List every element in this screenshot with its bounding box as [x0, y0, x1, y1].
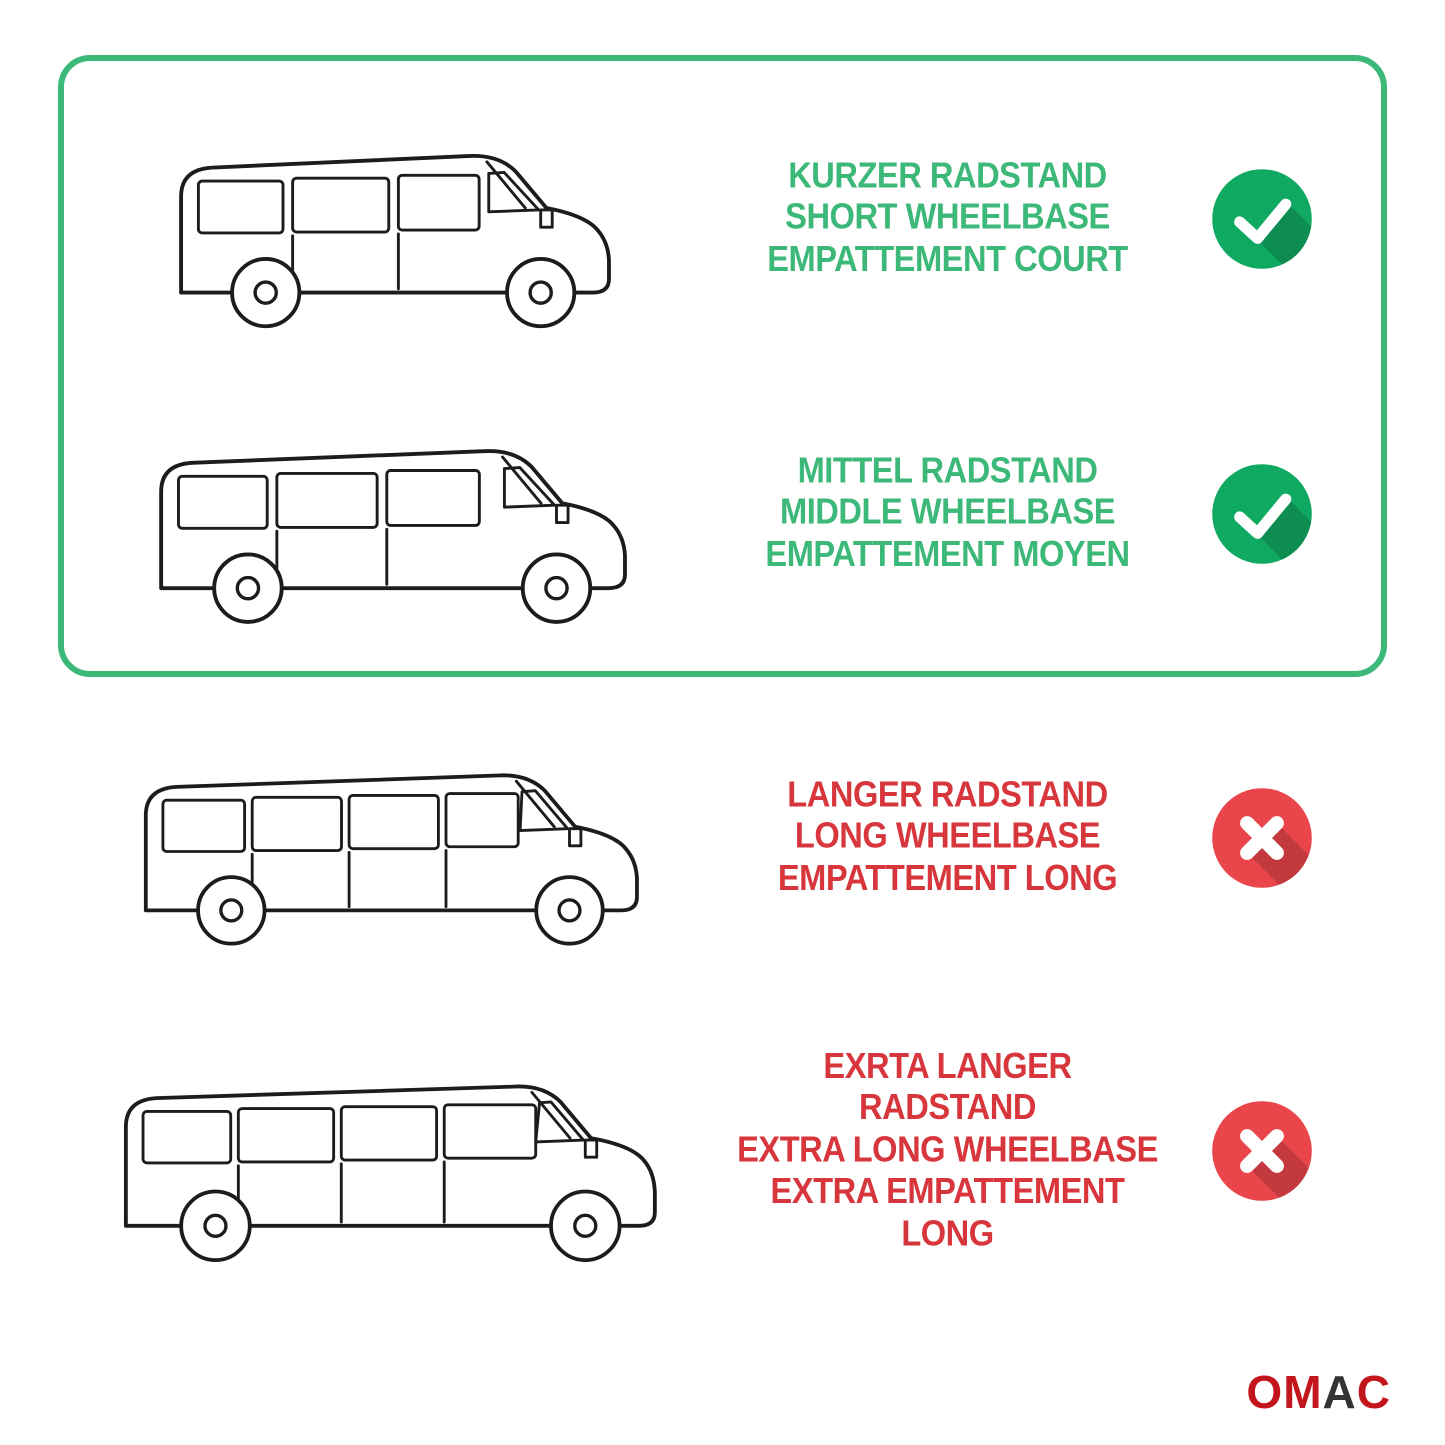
label-line-french: EXTRA EMPATTEMENT LONG — [770, 1171, 1125, 1254]
van-illustration-long — [88, 728, 728, 947]
label-line-english: MIDDLE WHEELBASE — [779, 492, 1116, 533]
x-icon — [1212, 787, 1312, 888]
label-line-english: SHORT WHEELBASE — [785, 197, 1110, 238]
van-illustration-middle — [88, 403, 728, 625]
check-icon — [1212, 463, 1312, 564]
row-extra-long-wheelbase: EXRTA LANGER RADSTAND EXTRA LONG WHEELBA… — [58, 998, 1387, 1303]
label-line-german: EXRTA LANGER RADSTAND — [823, 1045, 1072, 1129]
van-side-view-icon — [159, 448, 627, 624]
brand-logo: OMAC — [1246, 1365, 1391, 1419]
logo-part-om: OM — [1246, 1366, 1323, 1418]
label-line-german: KURZER RADSTAND — [788, 155, 1107, 197]
logo-part-a: A — [1322, 1366, 1357, 1418]
wheelbase-label-short: KURZER RADSTAND SHORT WHEELBASE EMPATTEM… — [737, 156, 1158, 281]
status-icon-cell — [1167, 167, 1357, 271]
label-line-french: EMPATTEMENT MOYEN — [765, 534, 1130, 575]
van-side-view-icon — [179, 153, 611, 329]
label-line-german: MITTEL RADSTAND — [797, 450, 1098, 492]
van-side-view-icon — [123, 1084, 657, 1262]
wheelbase-label-middle: MITTEL RADSTAND MIDDLE WHEELBASE EMPATTE… — [737, 451, 1158, 576]
compatible-options-box: KURZER RADSTAND SHORT WHEELBASE EMPATTEM… — [58, 55, 1387, 677]
label-line-german: LANGER RADSTAND — [787, 774, 1108, 816]
row-long-wheelbase: LANGER RADSTAND LONG WHEELBASE EMPATTEME… — [58, 685, 1387, 990]
status-icon-cell — [1167, 462, 1357, 566]
wheelbase-label-extra-long: EXRTA LANGER RADSTAND EXTRA LONG WHEELBA… — [737, 1046, 1158, 1255]
label-line-english: EXTRA LONG WHEELBASE — [737, 1129, 1158, 1170]
label-line-english: LONG WHEELBASE — [794, 816, 1101, 857]
label-line-french: EMPATTEMENT LONG — [777, 858, 1118, 899]
status-icon-cell — [1167, 786, 1357, 890]
x-icon — [1212, 1100, 1312, 1201]
label-line-french: EMPATTEMENT COURT — [767, 239, 1128, 280]
van-side-view-icon — [143, 773, 639, 946]
logo-part-c: C — [1356, 1366, 1391, 1418]
van-illustration-extra-long — [88, 1039, 728, 1263]
row-short-wheelbase: KURZER RADSTAND SHORT WHEELBASE EMPATTEM… — [88, 71, 1357, 366]
check-icon — [1212, 168, 1312, 269]
van-illustration-short — [88, 108, 728, 329]
wheelbase-label-long: LANGER RADSTAND LONG WHEELBASE EMPATTEME… — [737, 775, 1158, 900]
status-icon-cell — [1167, 1099, 1357, 1203]
row-middle-wheelbase: MITTEL RADSTAND MIDDLE WHEELBASE EMPATTE… — [88, 366, 1357, 661]
